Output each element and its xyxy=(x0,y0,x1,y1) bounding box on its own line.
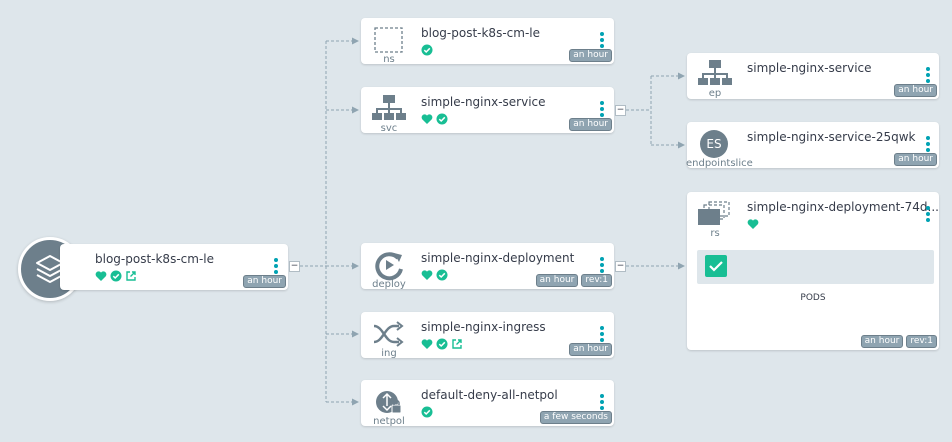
resource-node-netpol[interactable]: netpol default-deny-all-netpol a few sec… xyxy=(361,380,614,428)
kind-label: ing xyxy=(381,348,397,359)
resource-name: blog-post-k8s-cm-le xyxy=(421,26,540,40)
heart-icon xyxy=(421,269,433,280)
application-menu-button[interactable] xyxy=(273,258,279,276)
endpointslice-icon: ES xyxy=(687,122,743,170)
kind-label: netpol xyxy=(373,416,405,427)
resource-name: simple-nginx-deployment-74d... xyxy=(747,200,939,214)
age-tag: an hour xyxy=(569,49,612,62)
resource-node-deploy[interactable]: deploy simple-nginx-deployment an hour r… xyxy=(361,243,614,291)
resource-status xyxy=(747,217,759,230)
collapse-toggle-deploy[interactable]: − xyxy=(615,261,626,272)
check-circle-icon xyxy=(436,338,448,349)
resource-name: simple-nginx-ingress xyxy=(421,320,546,334)
resource-name: default-deny-all-netpol xyxy=(421,388,558,402)
resource-node-svc[interactable]: svc simple-nginx-service an hour xyxy=(361,87,614,135)
check-circle-icon xyxy=(421,406,433,417)
resource-menu-button[interactable] xyxy=(599,32,605,50)
resource-menu-button[interactable] xyxy=(599,257,605,275)
resource-status xyxy=(421,405,433,418)
heart-icon xyxy=(95,270,107,281)
deployment-icon xyxy=(361,243,417,291)
kind-label: endpointslice xyxy=(686,158,753,169)
application-name: blog-post-k8s-cm-le xyxy=(95,252,214,266)
check-circle-icon xyxy=(421,44,433,55)
endpointslice-badge: ES xyxy=(706,137,722,151)
replicaset-icon xyxy=(687,192,743,240)
application-node[interactable]: blog-post-k8s-cm-le an hour xyxy=(60,244,288,290)
check-circle-icon xyxy=(110,270,122,281)
resource-status xyxy=(421,112,448,125)
heart-icon xyxy=(421,113,433,124)
resource-name: simple-nginx-service xyxy=(421,95,546,109)
resource-name: simple-nginx-service-25qwk xyxy=(747,130,916,144)
resource-node-rs[interactable]: rs simple-nginx-deployment-74d... PODS a… xyxy=(687,192,939,350)
resource-menu-button[interactable] xyxy=(599,394,605,412)
check-circle-icon xyxy=(436,269,448,280)
resource-status xyxy=(421,43,433,56)
pods-label: PODS xyxy=(800,293,826,303)
kind-label: deploy xyxy=(372,279,406,290)
resource-name: simple-nginx-service xyxy=(747,61,872,75)
age-tag: a few seconds xyxy=(539,411,612,424)
resource-menu-button[interactable] xyxy=(925,136,931,154)
collapse-toggle-svc[interactable]: − xyxy=(615,105,626,116)
resource-status xyxy=(421,268,448,281)
heart-icon xyxy=(421,338,433,349)
age-tag: an hour xyxy=(569,343,612,356)
age-tag: an hour xyxy=(243,275,286,288)
resource-node-ns[interactable]: ns blog-post-k8s-cm-le an hour xyxy=(361,18,614,66)
revision-tag: rev:1 xyxy=(906,335,937,348)
ingress-icon xyxy=(361,312,417,360)
resource-node-ing[interactable]: ing simple-nginx-ingress an hour xyxy=(361,312,614,360)
kind-label: svc xyxy=(380,123,398,134)
collapse-toggle-app[interactable]: − xyxy=(289,261,300,272)
resource-menu-button[interactable] xyxy=(599,101,605,119)
service-icon xyxy=(361,87,417,135)
resource-menu-button[interactable] xyxy=(925,206,931,224)
namespace-icon xyxy=(361,18,417,66)
age-tag: an hour xyxy=(535,274,579,287)
age-tag: an hour xyxy=(569,118,612,131)
age-tag: an hour xyxy=(894,84,937,97)
external-link-icon[interactable] xyxy=(451,338,463,350)
resource-menu-button[interactable] xyxy=(599,326,605,344)
check-circle-icon xyxy=(436,113,448,124)
external-link-icon[interactable] xyxy=(125,270,137,282)
age-tag: an hour xyxy=(894,153,937,166)
kind-label: ns xyxy=(383,54,395,65)
resource-name: simple-nginx-deployment xyxy=(421,251,575,265)
kind-label: ep xyxy=(708,88,722,99)
resource-menu-button[interactable] xyxy=(925,67,931,85)
check-icon xyxy=(709,261,723,272)
pods-container xyxy=(697,250,934,284)
application-status xyxy=(95,269,137,282)
resource-status xyxy=(421,337,463,350)
endpoints-icon xyxy=(687,53,743,101)
revision-tag: rev:1 xyxy=(581,274,612,287)
age-tag: an hour xyxy=(860,335,904,348)
kind-label: rs xyxy=(710,228,720,239)
resource-node-endpointslice[interactable]: ES endpointslice simple-nginx-service-25… xyxy=(686,122,939,170)
pod-healthy[interactable] xyxy=(705,255,727,277)
heart-icon xyxy=(747,218,759,229)
network-policy-icon xyxy=(361,380,417,428)
resource-node-ep[interactable]: ep simple-nginx-service an hour xyxy=(687,53,939,99)
